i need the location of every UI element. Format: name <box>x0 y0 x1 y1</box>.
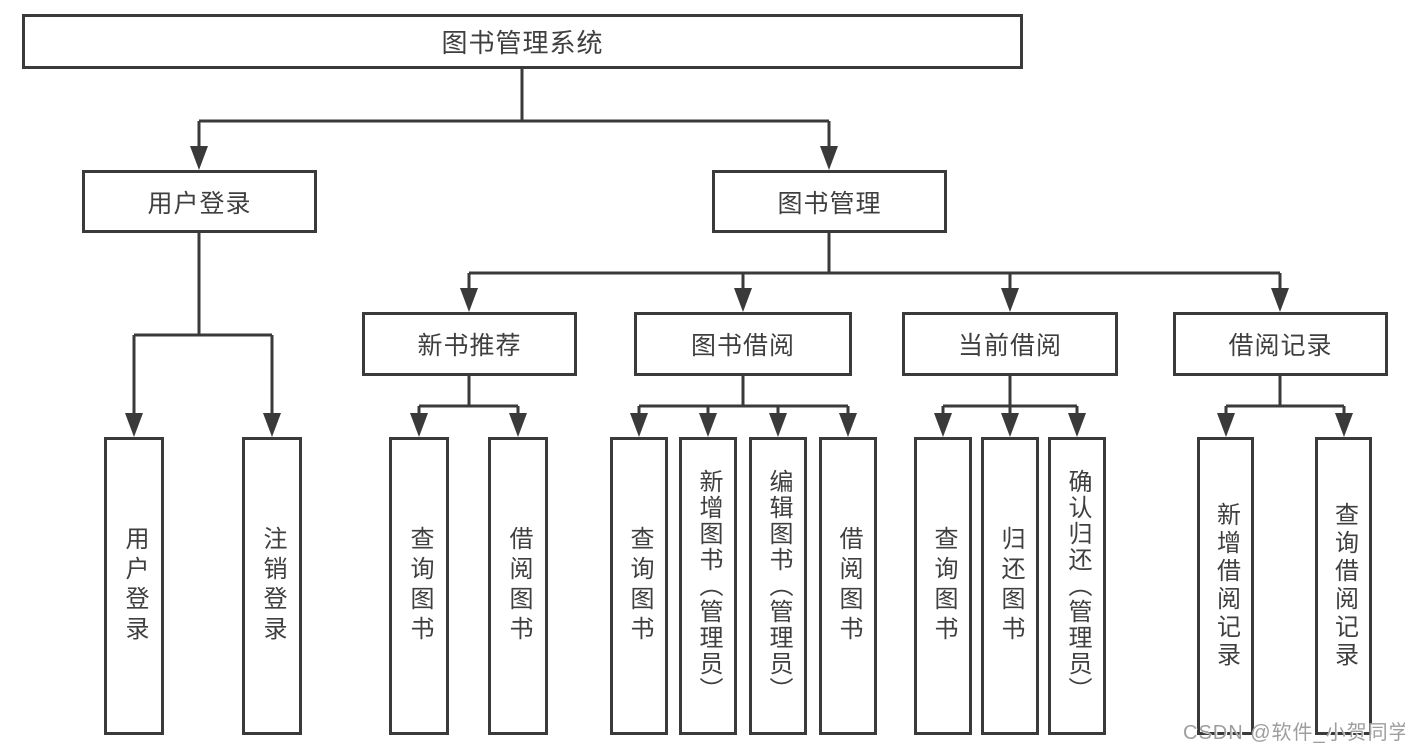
arrowhead-current-confirm <box>1068 413 1086 437</box>
node-library-management-system: 图书管理系统 <box>22 14 1023 69</box>
arrowhead-to-new-books <box>460 288 478 312</box>
leaf-borrowing-edit-book-admin: 编辑图书（管理员） <box>749 437 807 735</box>
leaf-borrowing-borrow-books: 借阅图书 <box>819 437 877 735</box>
arrowhead-to-leaf-logout <box>263 413 281 437</box>
leaf-borrowing-query-books: 查询图书 <box>610 437 668 735</box>
arrowhead-borrowing-borrow <box>839 413 857 437</box>
node-current-borrowing: 当前借阅 <box>902 312 1118 376</box>
arrowhead-records-add <box>1217 413 1235 437</box>
arrowhead-borrowing-add <box>699 413 717 437</box>
leaf-current-query-books: 查询图书 <box>914 437 972 735</box>
leaf-current-return-books: 归还图书 <box>981 437 1039 735</box>
leaf-records-add-record: 新增借阅记录 <box>1197 437 1254 735</box>
arrowhead-borrowing-edit <box>769 413 787 437</box>
node-book-borrowing: 图书借阅 <box>634 312 852 376</box>
csdn-watermark: CSDN @软件_小贺同学 <box>1183 722 1405 744</box>
arrowhead-current-return <box>1001 413 1019 437</box>
leaf-current-confirm-return-admin: 确认归还（管理员） <box>1048 437 1106 735</box>
leaf-borrowing-add-book-admin: 新增图书（管理员） <box>679 437 737 735</box>
arrowhead-newbook-borrow <box>509 413 527 437</box>
node-user-login: 用户登录 <box>82 170 317 233</box>
arrowhead-current-query <box>934 413 952 437</box>
leaf-records-query-record: 查询借阅记录 <box>1315 437 1372 735</box>
leaf-newbook-borrow-books: 借阅图书 <box>488 437 548 735</box>
node-new-book-recommendation: 新书推荐 <box>362 312 577 376</box>
node-book-management: 图书管理 <box>712 170 947 233</box>
arrowhead-to-leaf-user-login <box>125 413 143 437</box>
arrowhead-to-records <box>1271 288 1289 312</box>
leaf-user-login: 用户登录 <box>104 437 164 735</box>
arrowhead-newbook-query <box>410 413 428 437</box>
arrowhead-to-user-login <box>190 146 208 170</box>
arrowhead-records-query <box>1335 413 1353 437</box>
node-borrowing-records: 借阅记录 <box>1173 312 1388 376</box>
arrowhead-to-borrowing <box>734 288 752 312</box>
arrowhead-borrowing-query <box>630 413 648 437</box>
arrowhead-to-current <box>1001 288 1019 312</box>
leaf-newbook-query-books: 查询图书 <box>389 437 449 735</box>
leaf-logout: 注销登录 <box>242 437 302 735</box>
arrowhead-to-book-mgmt <box>820 146 838 170</box>
